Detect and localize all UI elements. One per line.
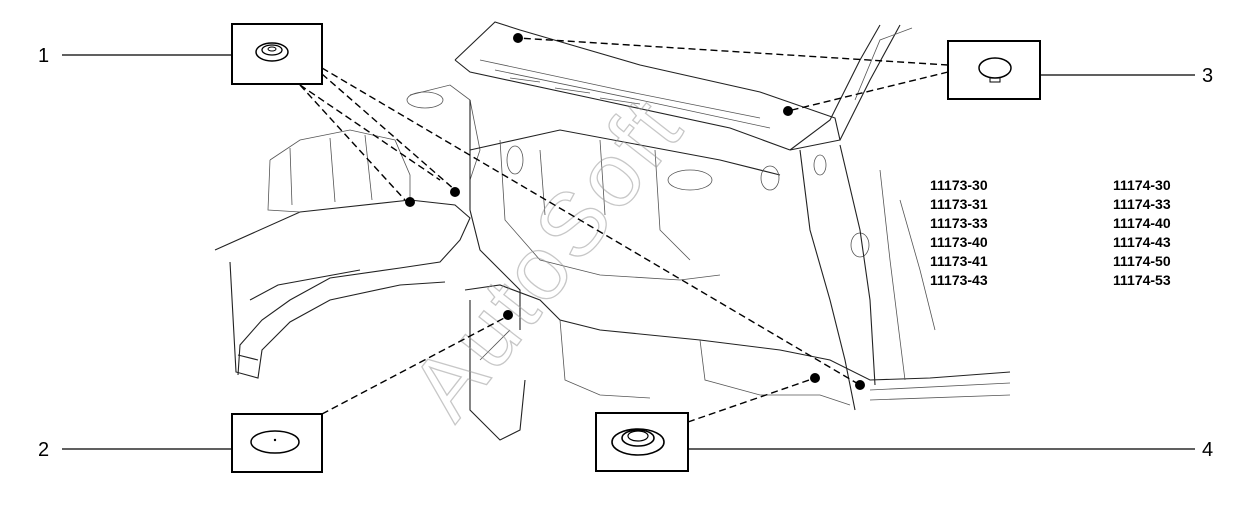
callout-4: 4: [595, 377, 1213, 472]
callout-4-leader-a: [687, 377, 816, 423]
callout-3: 3: [517, 37, 1213, 112]
part-code: 11174-40: [1113, 215, 1171, 231]
location-dot: [810, 373, 820, 383]
part-codes-right: 11174-30 11174-33 11174-40 11174-43 1117…: [1113, 177, 1171, 288]
location-dot: [783, 106, 793, 116]
callout-1: 1: [38, 23, 861, 386]
callout-2-leader-a: [321, 315, 509, 415]
location-dot: [503, 310, 513, 320]
part-code: 11173-41: [930, 253, 988, 269]
callout-number: 1: [38, 45, 49, 67]
part-codes-left: 11173-30 11173-31 11173-33 11173-40 1117…: [930, 177, 988, 288]
part-code: 11174-50: [1113, 253, 1171, 269]
vehicle-body-illustration: [214, 21, 1011, 441]
part-code: 11174-53: [1113, 272, 1171, 288]
callout-number: 2: [38, 439, 49, 461]
part-code: 11174-43: [1113, 234, 1171, 250]
location-dot: [513, 33, 523, 43]
location-dot: [855, 380, 865, 390]
callout-3-leader-b: [787, 71, 949, 112]
location-dot: [405, 197, 415, 207]
part-code: 11173-40: [930, 234, 988, 250]
callout-number: 3: [1202, 65, 1213, 87]
part-code: 11173-43: [930, 272, 988, 288]
location-dot: [450, 187, 460, 197]
dome-plug-icon: [978, 57, 1012, 83]
plug-locations: [405, 33, 865, 390]
part-code: 11173-33: [930, 215, 988, 231]
callout-2: 2: [38, 315, 509, 473]
callout-number: 4: [1202, 439, 1213, 461]
callout-1-leader-a: [321, 73, 456, 191]
callout-3-leader-a: [517, 37, 949, 66]
flat-plug-icon: [250, 430, 300, 454]
grommet-icon: [611, 428, 665, 456]
plug-with-hole-icon: [255, 42, 289, 62]
part-code: 11174-30: [1113, 177, 1171, 193]
part-code: 11173-30: [930, 177, 988, 193]
callout-1-leader-d: [299, 84, 441, 181]
part-code: 11174-33: [1113, 196, 1171, 212]
part-code: 11173-31: [930, 196, 988, 212]
callout-1-leader-b: [321, 67, 861, 386]
callout-1-leader-c: [299, 84, 406, 201]
